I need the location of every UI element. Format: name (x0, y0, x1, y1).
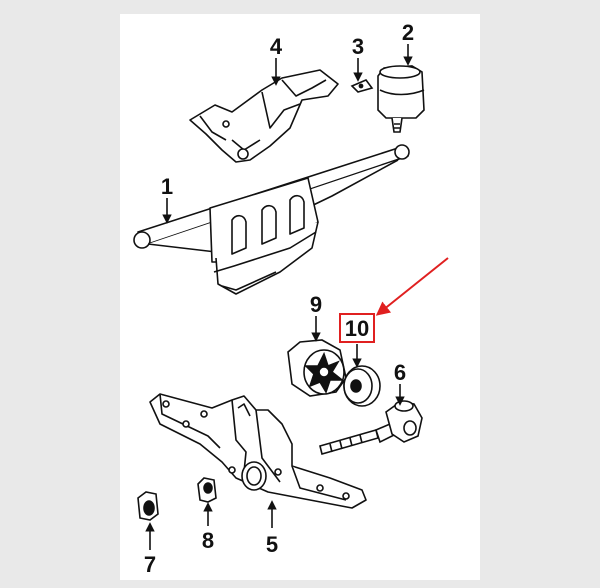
part-6-link (319, 400, 423, 455)
callout-7: 7 (144, 552, 156, 577)
callout-5: 5 (266, 532, 278, 557)
callout-4: 4 (270, 34, 283, 59)
part-10-washer (343, 365, 381, 407)
part-3-tab (350, 79, 374, 93)
leader-lines (145, 44, 413, 550)
callout-10-highlight-box (339, 313, 375, 343)
part-5-crossmember (149, 393, 367, 509)
part-4-bracket (189, 69, 339, 163)
callout-1: 1 (161, 174, 173, 199)
callout-3: 3 (352, 34, 364, 59)
part-1-crossmember (133, 144, 410, 295)
part-7-bushing (137, 491, 159, 521)
callout-10: 10 (345, 316, 369, 341)
part-2-mount (377, 65, 425, 133)
callout-6: 6 (394, 360, 406, 385)
callout-9: 9 (310, 292, 322, 317)
callout-8: 8 (202, 528, 214, 553)
red-pointer-arrow (375, 257, 449, 316)
callout-2: 2 (402, 20, 414, 45)
part-8-bushing (197, 477, 217, 503)
part-9-bushing (287, 339, 347, 397)
